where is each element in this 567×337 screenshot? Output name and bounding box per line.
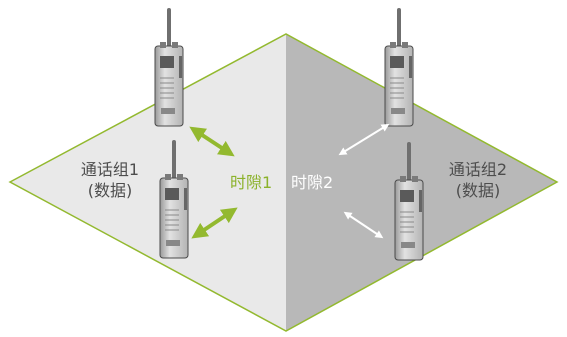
timeslot-1-label: 时隙1 xyxy=(230,173,273,192)
walkie-talkie-icon xyxy=(154,8,184,127)
talk-group-1-label: 通话组1 (数据) xyxy=(62,159,158,201)
talk-group-2-label: 通话组2 (数据) xyxy=(430,159,526,201)
timeslot-2-label: 时隙2 xyxy=(291,173,334,192)
double-arrow-icon xyxy=(338,123,390,156)
double-arrow-icon xyxy=(189,126,235,157)
talk-group-1-name: 通话组1 xyxy=(80,160,140,179)
walkie-talkie-icon xyxy=(384,8,414,127)
talk-group-2-type: (数据) xyxy=(455,181,501,200)
talk-group-1-type: (数据) xyxy=(87,181,133,200)
double-arrow-icon xyxy=(343,211,384,239)
talk-group-2-name: 通话组2 xyxy=(448,160,508,179)
double-arrow-icon xyxy=(191,207,238,239)
floor-border xyxy=(8,33,559,332)
left-floor-region xyxy=(10,34,286,331)
